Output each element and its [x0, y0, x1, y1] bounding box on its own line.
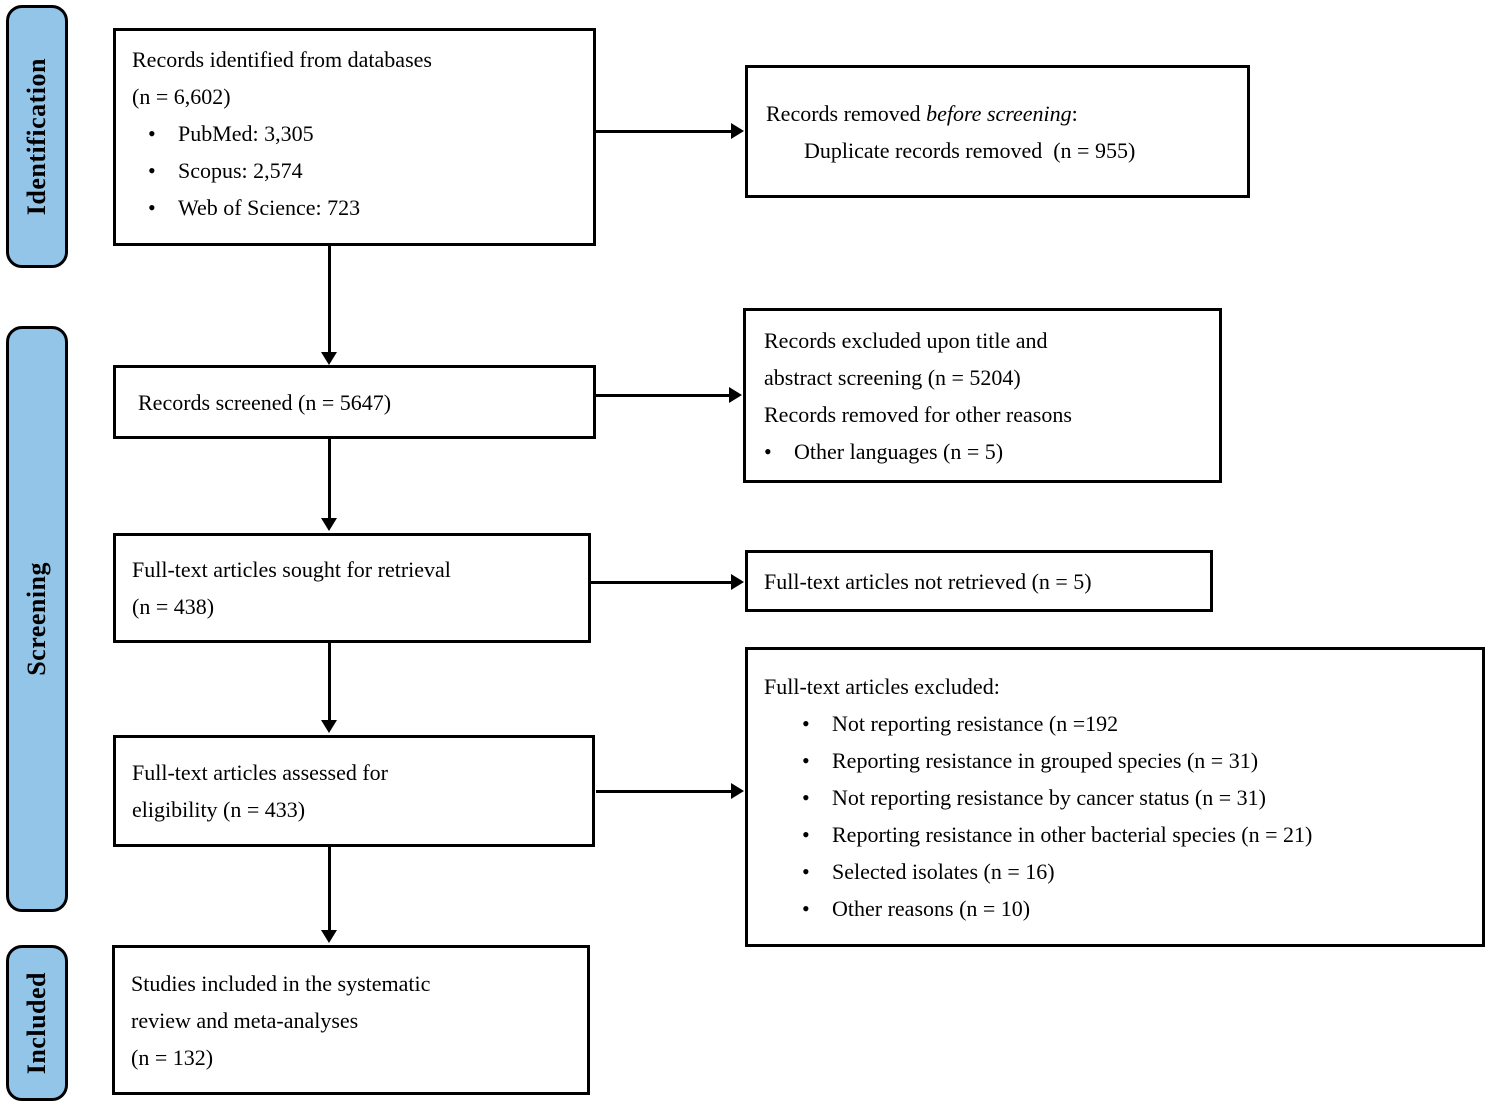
excluded-reason-2: Reporting resistance in grouped species …	[832, 747, 1259, 773]
box-studies-included: Studies included in the systematic revie…	[112, 945, 590, 1095]
list-item: • Not reporting resistance (n =192	[764, 705, 1468, 742]
bullet-icon: •	[148, 195, 156, 220]
bullet-icon: •	[764, 438, 772, 464]
records-identified-line2: (n = 6,602)	[132, 84, 231, 109]
box-fulltext-excluded: Full-text articles excluded: • Not repor…	[745, 647, 1485, 947]
fulltext-excluded-bullets: • Not reporting resistance (n =192 • Rep…	[764, 705, 1468, 927]
list-item: • Other languages (n = 5)	[764, 433, 1205, 470]
bullet-icon: •	[802, 710, 810, 736]
list-item: • Reporting resistance in grouped specie…	[764, 742, 1468, 779]
bullet-icon: •	[148, 121, 156, 146]
bullet-icon: •	[802, 895, 810, 921]
box-records-excluded: Records excluded upon title and abstract…	[743, 308, 1222, 483]
database-scopus: Scopus: 2,574	[178, 158, 303, 183]
stage-identification-label: Identification	[22, 57, 51, 216]
records-removed-suffix: :	[1071, 100, 1078, 126]
stage-screening: Screening	[6, 326, 68, 912]
list-item: • Selected isolates (n = 16)	[764, 853, 1468, 890]
stage-identification: Identification	[6, 5, 68, 268]
fulltext-sought-line2: (n = 438)	[132, 594, 215, 619]
studies-included-line1: Studies included in the systematic	[131, 970, 431, 996]
bullet-icon: •	[802, 821, 810, 847]
fulltext-assessed-line1: Full-text articles assessed for	[132, 760, 388, 785]
fulltext-assessed-line2: eligibility (n = 433)	[132, 797, 306, 822]
bullet-icon: •	[802, 858, 810, 884]
excluded-reason-4: Reporting resistance in other bacterial …	[832, 821, 1313, 847]
bullet-icon: •	[802, 747, 810, 773]
bullet-icon: •	[802, 784, 810, 810]
bullet-icon: •	[148, 158, 156, 183]
box-records-removed: Records removed before screening: Duplic…	[745, 65, 1250, 198]
stage-included: Included	[6, 945, 68, 1101]
list-item: • Web of Science: 723	[132, 189, 579, 226]
stage-included-label: Included	[22, 971, 51, 1075]
excluded-reason-6: Other reasons (n = 10)	[832, 895, 1031, 921]
box-fulltext-not-retrieved: Full-text articles not retrieved (n = 5)	[745, 550, 1213, 612]
list-item: • PubMed: 3,305	[132, 115, 579, 152]
box-fulltext-assessed: Full-text articles assessed for eligibil…	[113, 735, 595, 847]
excluded-reason-5: Selected isolates (n = 16)	[832, 858, 1055, 884]
records-excluded-line1: Records excluded upon title and	[764, 327, 1048, 353]
list-item: • Not reporting resistance by cancer sta…	[764, 779, 1468, 816]
records-excluded-line2: abstract screening (n = 5204)	[764, 364, 1021, 390]
database-wos: Web of Science: 723	[178, 195, 361, 220]
fulltext-excluded-title: Full-text articles excluded:	[764, 673, 1000, 699]
stage-screening-label: Screening	[22, 562, 51, 676]
records-identified-line1: Records identified from databases	[132, 47, 432, 72]
list-item: • Reporting resistance in other bacteria…	[764, 816, 1468, 853]
excluded-reason-1: Not reporting resistance (n =192	[832, 710, 1119, 736]
list-item: • Other reasons (n = 10)	[764, 890, 1468, 927]
records-removed-italic: before screening	[926, 100, 1072, 126]
box-records-identified: Records identified from databases (n = 6…	[113, 28, 596, 246]
box-fulltext-sought: Full-text articles sought for retrieval …	[113, 533, 591, 643]
studies-included-line3: (n = 132)	[131, 1044, 214, 1070]
fulltext-sought-line1: Full-text articles sought for retrieval	[132, 557, 451, 582]
studies-included-line2: review and meta-analyses	[131, 1007, 359, 1033]
box-records-screened: Records screened (n = 5647)	[113, 365, 596, 439]
fulltext-not-retrieved-text: Full-text articles not retrieved (n = 5)	[764, 568, 1092, 594]
records-removed-line1: Records removed before screening:	[766, 95, 1233, 132]
records-identified-bullets: • PubMed: 3,305 • Scopus: 2,574 • Web of…	[132, 115, 579, 226]
records-excluded-line3: Records removed for other reasons	[764, 401, 1072, 427]
excluded-reason-3: Not reporting resistance by cancer statu…	[832, 784, 1266, 810]
records-removed-line2: Duplicate records removed (n = 955)	[804, 137, 1136, 163]
list-item: • Scopus: 2,574	[132, 152, 579, 189]
records-screened-text: Records screened (n = 5647)	[138, 389, 392, 415]
database-pubmed: PubMed: 3,305	[178, 121, 314, 146]
records-removed-prefix: Records removed	[766, 100, 927, 126]
records-excluded-other-languages: Other languages (n = 5)	[794, 438, 1004, 464]
